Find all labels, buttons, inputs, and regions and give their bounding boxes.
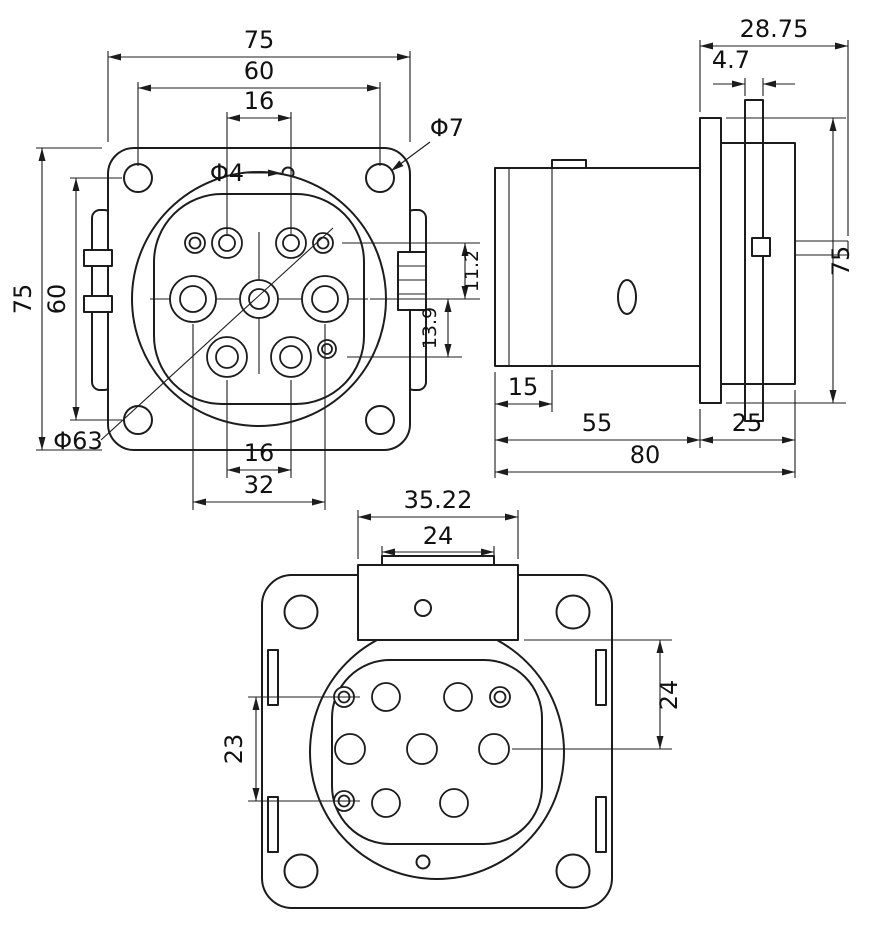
latch-slot bbox=[397, 251, 427, 311]
top-latch-tab bbox=[381, 555, 495, 566]
body-cylinder bbox=[494, 167, 701, 367]
dim-label-24-right: 24 bbox=[655, 680, 683, 711]
dim-hole-spacing-h: 60 bbox=[137, 57, 381, 166]
rear-housing bbox=[720, 142, 796, 385]
dim-label-80: 80 bbox=[630, 441, 661, 469]
dim-rear-housing-length: 25 bbox=[700, 390, 796, 478]
dim-corner-hole: Φ7 bbox=[390, 114, 464, 172]
dim-label-75-left: 75 bbox=[9, 284, 37, 315]
dim-rear-length: 28.75 bbox=[699, 15, 849, 236]
dim-label-75-side: 75 bbox=[827, 246, 855, 277]
dim-pilot-hole: Φ4 bbox=[210, 159, 281, 187]
dim-top-pin-spacing: 16 bbox=[226, 87, 292, 236]
side-view: 28.75 4.7 75 15 55 25 bbox=[494, 15, 855, 478]
dim-panel-thickness: 4.7 bbox=[712, 46, 795, 96]
dim-label-phi4: Φ4 bbox=[210, 159, 244, 187]
dim-label-24-top: 24 bbox=[423, 522, 454, 550]
latch-screw-hole bbox=[414, 599, 432, 617]
dim-label-28-75: 28.75 bbox=[740, 15, 809, 43]
pins-rear bbox=[333, 682, 511, 818]
rear-mount-hole-br bbox=[555, 853, 591, 889]
mounting-panel-edge bbox=[744, 99, 764, 422]
top-latch-block bbox=[357, 564, 519, 641]
front-view: 16 60 75 Φ7 Φ4 75 bbox=[9, 26, 483, 510]
mount-hole-tl bbox=[123, 163, 153, 193]
dim-upper-offset: 24 bbox=[512, 639, 683, 750]
bottom-screw-hole bbox=[415, 854, 431, 870]
dim-bottom-pin-spacing: 16 bbox=[226, 380, 292, 478]
mount-hole-tr bbox=[365, 163, 395, 193]
terminal-block bbox=[751, 237, 771, 257]
dim-label-25: 25 bbox=[732, 409, 763, 437]
dim-flange-height: 75 bbox=[726, 117, 855, 404]
dim-upper-row-offset: 11.2 bbox=[342, 242, 483, 300]
dim-face-diameter: Φ63 bbox=[53, 227, 334, 455]
dim-label-60-left: 60 bbox=[43, 284, 71, 315]
dim-label-60-top: 60 bbox=[244, 57, 275, 85]
rear-view: 35.22 24 24 23 bbox=[220, 486, 683, 909]
dim-pin-row-span: 23 bbox=[220, 696, 360, 802]
dim-latch-offset: 15 bbox=[494, 370, 553, 478]
latch-bump bbox=[551, 159, 587, 169]
hinge-knuckle-upper bbox=[83, 249, 113, 267]
dim-tab-width: 24 bbox=[381, 522, 495, 558]
dim-label-35-22: 35.22 bbox=[404, 486, 473, 514]
dim-label-4-7: 4.7 bbox=[712, 46, 750, 74]
rear-mount-hole-tr bbox=[555, 594, 591, 630]
dim-label-16-top: 16 bbox=[244, 87, 275, 115]
dim-label-23: 23 bbox=[220, 734, 248, 765]
dim-label-phi7: Φ7 bbox=[430, 114, 464, 142]
dim-label-15: 15 bbox=[508, 373, 539, 401]
mount-hole-br bbox=[365, 405, 395, 435]
mount-hole-bl bbox=[123, 405, 153, 435]
dim-label-16-bottom: 16 bbox=[244, 439, 275, 467]
edge-slots bbox=[267, 649, 607, 853]
hinge-knuckle-lower bbox=[83, 295, 113, 313]
dim-mid-pin-spread: 32 bbox=[192, 324, 326, 510]
dim-total-length: 80 bbox=[495, 441, 795, 476]
rear-insulator-outline bbox=[331, 659, 543, 845]
pins-front bbox=[169, 227, 349, 378]
dim-label-phi63: Φ63 bbox=[53, 427, 102, 455]
dim-width-overall: 75 bbox=[107, 26, 411, 142]
dim-label-13-9: 13.9 bbox=[419, 307, 441, 349]
terminal-screw bbox=[795, 240, 849, 256]
dim-label-11-2: 11.2 bbox=[461, 250, 483, 292]
dim-label-75-top: 75 bbox=[244, 26, 275, 54]
rear-mount-hole-bl bbox=[283, 853, 319, 889]
side-slot bbox=[617, 279, 637, 315]
dim-body-length: 55 bbox=[495, 409, 701, 448]
dim-label-32: 32 bbox=[244, 471, 275, 499]
rear-mount-hole-tl bbox=[283, 594, 319, 630]
dim-hole-spacing-v: 60 bbox=[43, 177, 122, 421]
dim-height-overall: 75 bbox=[9, 147, 102, 451]
dim-block-width: 35.22 bbox=[357, 486, 519, 559]
dim-label-55: 55 bbox=[582, 409, 613, 437]
dim-lower-row-offset: 13.9 bbox=[347, 299, 462, 358]
flange-side bbox=[699, 117, 722, 404]
